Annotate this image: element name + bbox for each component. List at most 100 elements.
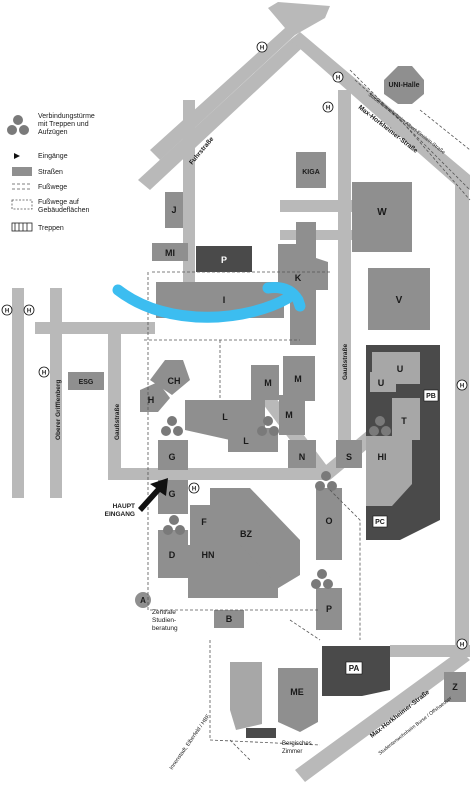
street-oberer-2 [50, 288, 62, 498]
legend-streets: Straßen [38, 169, 63, 176]
legend-entrances: Eingänge [38, 153, 68, 160]
legend-tower-icon [7, 115, 29, 135]
building-s [336, 440, 362, 468]
label-n: N [299, 452, 306, 462]
building-esg [68, 372, 104, 390]
label-ml: MI [165, 248, 175, 258]
building-p-mid [316, 588, 342, 630]
label-uni-halle: UNI-Halle [388, 82, 419, 89]
label-l1: L [222, 412, 228, 422]
street-gauss [338, 90, 351, 450]
building-uni-halle [384, 66, 424, 104]
label-g1: G [168, 452, 175, 462]
label-pb-box: PB [423, 389, 439, 402]
bus-stop-icon: H [322, 101, 334, 113]
svg-text:H: H [326, 106, 330, 112]
street-to-pa [390, 645, 470, 657]
svg-text:H: H [5, 309, 9, 315]
svg-text:H: H [460, 384, 464, 390]
building-z [444, 672, 466, 702]
label-hn: HN [202, 550, 215, 560]
buildings [68, 66, 466, 738]
building-n [288, 440, 316, 468]
label-esg: ESG [79, 379, 94, 386]
label-k: K [295, 273, 302, 283]
building-p-top [196, 246, 252, 272]
label-g2: G [168, 489, 175, 499]
label-w: W [377, 207, 387, 218]
bus-stop-icon: H [1, 304, 13, 316]
street-ne-diagonal [138, 40, 302, 190]
label-pc-box: PC [372, 515, 388, 528]
building-bz [210, 488, 300, 590]
bus-stop-icon: H [456, 379, 468, 391]
tower-6 [311, 569, 333, 589]
tower-5 [163, 515, 185, 535]
legend-entrance-icon [14, 153, 20, 159]
street-name-gauss-left: Gaußstraße [114, 403, 121, 440]
legend-street-icon [12, 167, 32, 176]
bus-stops: H H H H H H H H H [1, 41, 468, 650]
label-b: B [226, 614, 233, 624]
building-bergisches [246, 728, 276, 738]
building-g1 [158, 440, 188, 470]
legend-stairs-icon [11, 222, 33, 232]
street-bottom-horizontal [108, 468, 323, 480]
tower-1 [161, 416, 183, 436]
label-s: S [346, 452, 352, 462]
label-p-mid: P [326, 604, 332, 614]
label-m1: M [264, 378, 272, 388]
building-t [392, 398, 420, 440]
bus-stop-icon: H [38, 366, 50, 378]
building-me-wing [230, 662, 262, 730]
street-name-oberer: Oberer Grifflenberg [55, 380, 62, 440]
building-b [214, 610, 244, 628]
label-m3: M [285, 410, 293, 420]
svg-text:H: H [260, 46, 264, 52]
label-z: Z [452, 682, 458, 692]
label-l2: L [243, 436, 249, 446]
label-pa-box: PA [345, 661, 363, 675]
label-v: V [396, 295, 403, 306]
bus-stop-icon: H [456, 638, 468, 650]
building-v [368, 268, 430, 330]
label-pb: PB [426, 393, 436, 400]
building-u2 [370, 372, 396, 392]
svg-text:H: H [27, 309, 31, 315]
street-name-innenstadt: Innenstadt, Elberfeld / HBF [169, 713, 212, 771]
label-d: D [169, 550, 176, 560]
label-pc: PC [375, 519, 385, 526]
label-a: A [140, 596, 146, 605]
main-entrance-arrow [138, 478, 168, 512]
label-kiga: KIGA [302, 169, 320, 176]
svg-text:H: H [192, 487, 196, 493]
building-hn [188, 545, 278, 598]
label-u1: U [397, 364, 404, 374]
building-labels: UNI-Halle KIGA W V J MI P K I CH H M M M… [79, 82, 459, 697]
bus-stop-icon: H [23, 304, 35, 316]
label-m2: M [294, 374, 302, 384]
building-w [352, 182, 412, 252]
label-t: T [401, 416, 407, 426]
tower-4 [369, 416, 391, 436]
label-ch: CH [168, 376, 181, 386]
tower-3 [315, 471, 337, 491]
label-u2: U [378, 378, 385, 388]
building-a [135, 592, 151, 608]
label-h: H [148, 395, 155, 405]
street-mhs-bottom [295, 650, 470, 782]
building-m3 [279, 395, 305, 435]
svg-text:H: H [460, 643, 464, 649]
svg-text:H: H [42, 371, 46, 377]
tower-2 [257, 416, 279, 436]
svg-text:H: H [336, 76, 340, 82]
building-h [140, 382, 170, 412]
street-right-vertical [455, 185, 469, 655]
